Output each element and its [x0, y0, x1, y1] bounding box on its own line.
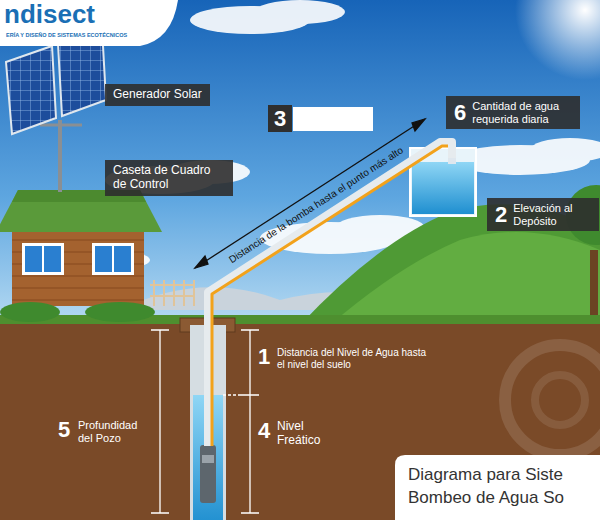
pipe — [208, 142, 452, 446]
hill — [330, 232, 600, 325]
well — [200, 445, 216, 503]
house — [114, 246, 131, 272]
title-line: Bombeo de Agua So — [408, 488, 564, 508]
house — [25, 246, 42, 272]
clouds — [255, 0, 345, 24]
callout-box: 6 Cantidad de agua requerida diaria — [446, 96, 580, 129]
house — [92, 243, 134, 275]
logo-subtitle: ERÍA Y DISEÑO DE SISTEMAS ECOTÉCNICOS — [6, 32, 127, 38]
ground — [505, 345, 600, 455]
sky — [515, 0, 600, 80]
title-line: Diagrama para Siste — [408, 465, 563, 485]
label-text: Generador Solar — [113, 88, 202, 102]
house — [150, 280, 195, 306]
callout-box: 2 Elevación al Depósito — [487, 198, 599, 231]
callout-number: 2 — [495, 204, 507, 226]
ground — [535, 375, 585, 425]
solar-panels — [6, 28, 106, 192]
solar-panels — [58, 120, 62, 192]
dimension-label: Profundidad del Pozo — [78, 419, 150, 444]
house — [12, 228, 144, 306]
logo-text: ndisect — [4, 0, 95, 30]
house — [85, 302, 155, 322]
callout-number: 4 — [258, 418, 270, 443]
dimension-label: Nivel Freático — [277, 420, 332, 448]
dimension-lines — [151, 330, 169, 513]
solar-panels — [6, 46, 56, 134]
clouds — [530, 138, 600, 162]
callout-text: Elevación al Depósito — [513, 202, 591, 227]
empty-field — [293, 107, 373, 131]
house — [22, 243, 64, 275]
callout-number: 1 — [258, 344, 270, 369]
house — [44, 246, 61, 272]
dimension-lines — [151, 330, 259, 513]
dimension-label: Distancia de la bomba hasta el punto más… — [227, 144, 405, 265]
tree — [590, 250, 598, 320]
well — [202, 455, 214, 463]
component-label: Caseta de Cuadro de Control — [105, 160, 233, 196]
house — [0, 190, 162, 232]
logo-banner — [0, 0, 178, 46]
solar-panels — [40, 124, 82, 127]
title-panel — [395, 455, 600, 520]
house — [0, 302, 60, 322]
house — [12, 240, 144, 300]
ground — [0, 315, 600, 520]
sky — [0, 0, 600, 330]
title-panel — [395, 455, 600, 520]
callout-number: 6 — [454, 102, 466, 124]
callout-text: Cantidad de agua requerida diaria — [472, 100, 572, 125]
empty-field — [293, 107, 373, 131]
dimension-lines — [223, 394, 241, 395]
callout-number: 3 — [268, 105, 292, 132]
house — [95, 246, 112, 272]
tank — [412, 162, 474, 214]
dimension-arrow — [412, 119, 425, 131]
pipe — [208, 142, 452, 446]
dimension-lines — [241, 330, 259, 513]
sky — [0, 0, 600, 330]
dimension-arrow — [195, 256, 208, 268]
label-text: Caseta de Cuadro de Control — [113, 164, 225, 192]
house — [0, 190, 195, 322]
dimension-label: Distancia del Nivel de Agua hasta el niv… — [277, 347, 427, 370]
callout-number: 5 — [58, 417, 70, 442]
component-label: Generador Solar — [105, 84, 210, 106]
logo-banner — [0, 0, 178, 46]
